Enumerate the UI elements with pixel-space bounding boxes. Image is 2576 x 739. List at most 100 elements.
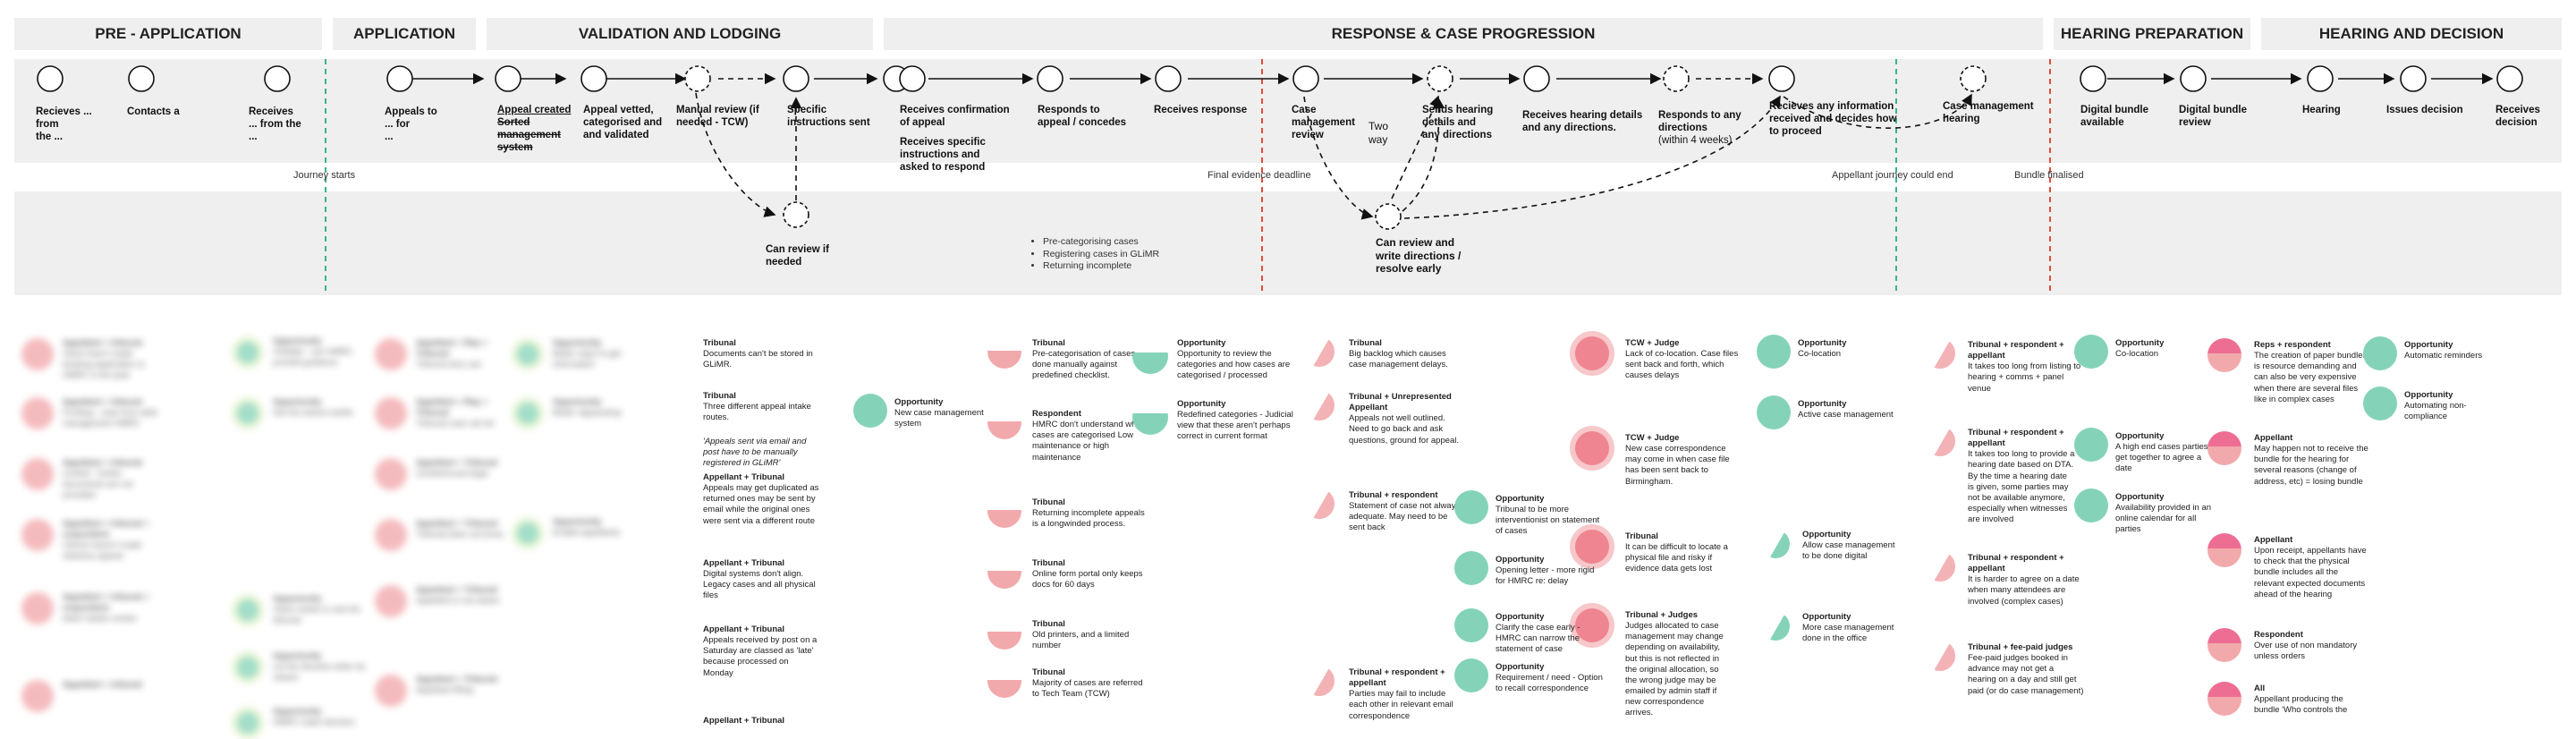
pain-point-marker bbox=[1925, 338, 1955, 369]
opportunity-text: Automatic reminders bbox=[2404, 351, 2483, 361]
bullet-item: Pre-categorising cases bbox=[1043, 236, 1159, 249]
optional-step-node[interactable] bbox=[783, 201, 809, 228]
pain-point-text: It is harder to agree on a date when man… bbox=[1968, 574, 2080, 607]
step-node[interactable] bbox=[1037, 65, 1063, 92]
pain-point-marker bbox=[1575, 530, 1609, 564]
step-node[interactable] bbox=[2180, 65, 2207, 92]
step-node[interactable] bbox=[580, 65, 607, 92]
step-node[interactable] bbox=[264, 65, 291, 92]
insight-dot bbox=[375, 458, 407, 490]
pain-point-text: Judges allocated to case management may … bbox=[1625, 621, 1724, 718]
step-node[interactable] bbox=[783, 65, 809, 92]
pain-point-marker bbox=[1925, 551, 1955, 582]
pain-point-owner: All bbox=[2254, 684, 2266, 693]
pain-point-owner: Tribunal + respondent bbox=[1349, 490, 1438, 500]
optional-step-node[interactable] bbox=[1427, 65, 1453, 92]
optional-step-node[interactable] bbox=[1663, 65, 1690, 92]
step-node[interactable] bbox=[1292, 65, 1319, 92]
step-node[interactable] bbox=[1155, 65, 1182, 92]
insight-dot bbox=[375, 675, 407, 707]
opportunity-dot bbox=[2074, 335, 2108, 369]
insight-dot bbox=[232, 707, 264, 739]
step-node[interactable] bbox=[37, 65, 64, 92]
pain-point-owner: Appellant + Tribunal bbox=[703, 716, 785, 726]
opportunity-dot bbox=[1454, 490, 1488, 524]
opportunity-heading: Opportunity bbox=[1496, 612, 1545, 622]
opportunity-dot bbox=[1132, 338, 1168, 374]
opportunity-dot bbox=[1454, 551, 1488, 585]
step-node[interactable] bbox=[1523, 65, 1550, 92]
pain-point-marker bbox=[1575, 608, 1609, 642]
optional-step-node[interactable] bbox=[1960, 65, 1987, 92]
opportunity-dot bbox=[2363, 386, 2397, 420]
phase-pre-application: PRE - APPLICATION bbox=[14, 18, 322, 50]
pain-point-text: Documents can't be stored in GLiMR. bbox=[703, 349, 813, 370]
milestone-label: Appellant journey could end bbox=[1832, 170, 1953, 181]
pain-point-owner: Appellant bbox=[2254, 433, 2293, 443]
step-node[interactable] bbox=[2496, 65, 2523, 92]
opportunity-text: Allow case management to be done digital bbox=[1802, 540, 1895, 562]
step-node[interactable] bbox=[2080, 65, 2106, 92]
pain-point-marker bbox=[1304, 336, 1335, 367]
pain-point-owner: Tribunal bbox=[1032, 558, 1065, 568]
phase-label: RESPONSE & CASE PROGRESSION bbox=[1331, 25, 1596, 42]
pain-point-marker bbox=[1925, 426, 1955, 456]
milestone-label: Journey starts bbox=[293, 170, 356, 181]
insight-dot bbox=[512, 517, 544, 549]
pain-point-owner: Respondent bbox=[1032, 409, 1081, 419]
pain-point-marker bbox=[987, 555, 1021, 589]
pain-point-marker bbox=[2207, 533, 2241, 567]
step-label: Case management hearing bbox=[1943, 101, 2034, 125]
pain-point-owner: TCW + Judge bbox=[1625, 338, 1680, 348]
pain-point-marker bbox=[987, 335, 1021, 369]
opportunity-text: Opening letter - more rigid for HMRC re:… bbox=[1496, 565, 1595, 587]
step-node[interactable] bbox=[2400, 65, 2427, 92]
step-node[interactable] bbox=[899, 65, 926, 92]
opportunity-heading: Opportunity bbox=[2404, 390, 2453, 400]
journey-diagram bbox=[37, 59, 2523, 295]
opportunity-heading: Opportunity bbox=[1496, 662, 1545, 672]
pain-point-text: Majority of cases are referred to Tech T… bbox=[1032, 678, 1143, 700]
step-label: Appeals to... for ... bbox=[385, 106, 437, 143]
pain-point-text: Appeals received by post on a Saturday a… bbox=[703, 635, 818, 678]
opportunity-text: Co-location bbox=[2115, 349, 2159, 360]
opportunity-text: A high end cases parties get together to… bbox=[2115, 442, 2208, 474]
opportunity-dot bbox=[1761, 612, 1790, 641]
step-node[interactable] bbox=[128, 65, 155, 92]
step-node[interactable] bbox=[2307, 65, 2334, 92]
pain-point-owner: Tribunal + respondent + appellant bbox=[1968, 340, 2064, 361]
insight-dot bbox=[232, 336, 264, 369]
phase-label: APPLICATION bbox=[353, 25, 455, 42]
step-node[interactable] bbox=[386, 65, 413, 92]
optional-step-node[interactable] bbox=[684, 65, 711, 92]
pain-point-owner: Tribunal bbox=[703, 338, 736, 348]
pain-point-text: It takes too long from listing to hearin… bbox=[1968, 361, 2081, 394]
pain-point-owner: Respondent bbox=[2254, 630, 2303, 640]
step-label: Digital bundle review bbox=[2179, 105, 2248, 129]
pain-point-owner: Tribunal bbox=[1349, 338, 1382, 348]
pain-point-text: Appeals may get duplicated as returned o… bbox=[703, 483, 819, 526]
opportunity-dot bbox=[1761, 530, 1790, 558]
step-node[interactable] bbox=[495, 65, 521, 92]
optional-step-node[interactable] bbox=[1375, 203, 1402, 230]
step-node[interactable] bbox=[1768, 65, 1795, 92]
